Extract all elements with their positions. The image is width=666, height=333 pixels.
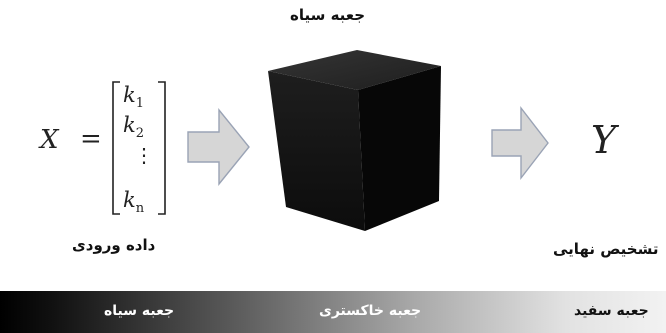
final-diagnosis-label: تشخیص نهایی bbox=[553, 240, 659, 258]
black-box-title: جعبه سیاه bbox=[290, 6, 365, 24]
output-arrow bbox=[492, 108, 548, 178]
cube-front-face bbox=[268, 71, 365, 231]
equals-sign: = bbox=[80, 124, 102, 154]
black-box-cube bbox=[268, 50, 441, 231]
vector-element-2: k2 bbox=[123, 113, 144, 141]
output-symbol: Y bbox=[591, 118, 616, 162]
cube-side-face bbox=[358, 66, 441, 231]
input-data-label: داده ورودی bbox=[72, 236, 155, 254]
input-arrow bbox=[188, 110, 249, 184]
vector-ellipsis: ⋮ bbox=[134, 145, 154, 165]
vector-element-n: kn bbox=[123, 188, 144, 216]
input-vector-symbol: X bbox=[40, 125, 59, 155]
spectrum-gray-box-label: جعبه خاکستری bbox=[319, 303, 421, 319]
spectrum-white-box-label: جعبه سفید bbox=[574, 303, 649, 319]
spectrum-black-box-label: جعبه سیاه bbox=[104, 303, 174, 319]
vector-element-1: k1 bbox=[123, 83, 144, 111]
